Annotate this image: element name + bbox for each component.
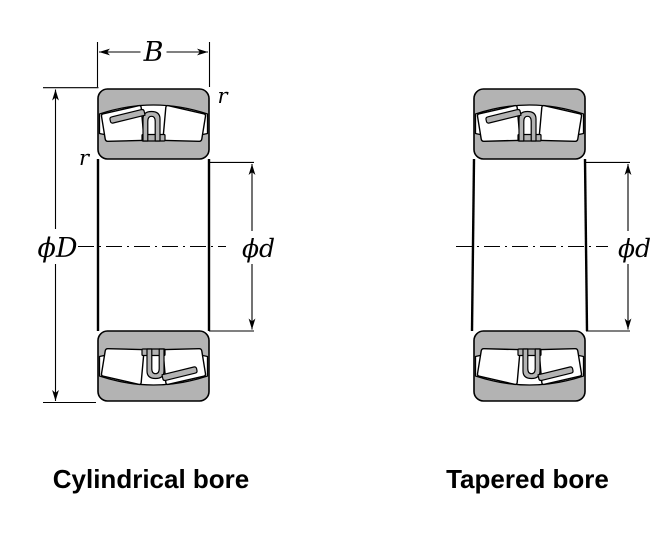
dimension-bore-diameter: ϕd <box>586 161 651 332</box>
cylindrical-bore-diagram: B ϕD ϕd r r Cylindrical bore <box>37 37 275 494</box>
bore-line-right-tapered <box>583 158 589 332</box>
bearing-section-top <box>97 88 210 160</box>
label-r-top-right: r <box>217 84 229 108</box>
dimension-outer-diameter: ϕD <box>37 87 99 404</box>
caption-tapered-bore: Tapered bore <box>446 464 609 494</box>
label-r-left: r <box>79 146 91 170</box>
label-phi-d: ϕd <box>242 234 275 263</box>
label-B: B <box>143 37 164 68</box>
bearing-section-bottom <box>97 330 210 402</box>
tapered-bore-diagram: ϕd Tapered bore <box>446 88 651 494</box>
bearing-section-bottom <box>473 330 586 402</box>
bore-line-left-tapered <box>470 158 476 332</box>
label-phi-d: ϕd <box>618 234 651 263</box>
label-phi-D: ϕD <box>37 233 77 264</box>
caption-cylindrical-bore: Cylindrical bore <box>53 464 250 494</box>
dimension-B: B <box>96 37 211 87</box>
bearing-section-top <box>473 88 586 160</box>
dimension-bore-diameter: ϕd <box>209 161 275 332</box>
